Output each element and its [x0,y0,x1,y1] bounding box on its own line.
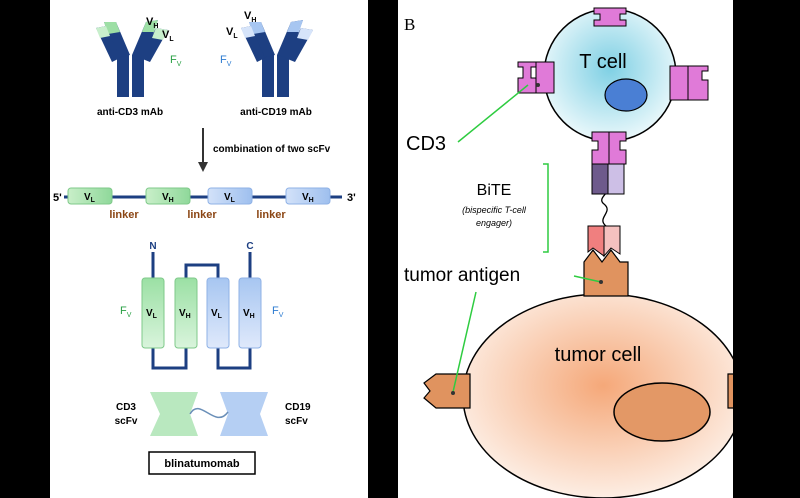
arrow-label: combination of two scFv [213,144,331,155]
panel-b: B tumor cell T cell CD3 [398,0,733,498]
bite-cd3-arm-icon [591,163,625,195]
tumor-antigen-top-icon [583,249,629,297]
tumor-antigen-pointer-top [573,275,602,283]
panel-a: VH VL FV anti-CD3 mAb VH VL FV anti-CD19… [50,0,368,498]
folded-scfv-structure [141,252,262,370]
strand-5-prime: 5' [53,192,62,204]
panel-b-canvas: B tumor cell T cell CD3 [404,7,733,498]
bite-subtitle-line2: engager) [476,218,512,228]
cd3-receptor-left-icon [517,61,555,94]
cd3-scfv-line2: scFv [115,416,138,427]
bite-label: BiTE [477,182,512,199]
drug-name-box [148,451,256,475]
antigen-dot-left [451,391,455,395]
strand-3-prime: 3' [347,192,356,204]
fold-domain-4: VH [243,308,255,320]
cd3-label: CD3 [406,133,446,155]
linker-label-1: linker [109,209,139,221]
panel-a-canvas: VH VL FV anti-CD3 mAb VH VL FV anti-CD19… [53,10,356,475]
down-arrow-icon [198,128,208,172]
strand-domain-3: VL [224,192,236,204]
fold-fv-right: FV [272,305,284,319]
anti-cd3-caption: anti-CD3 mAb [97,107,163,118]
n-terminus-label: N [149,241,156,252]
linker-label-3: linker [256,209,286,221]
cd19-vl-label: VL [226,26,238,40]
strand-domain-4: VH [302,192,314,204]
fold-domain-1: VL [146,308,158,320]
c-terminus-label: C [246,241,253,252]
tumor-antigen-label: tumor antigen [404,265,520,286]
cd19-fv-label: FV [220,54,232,68]
cd3-dot [536,83,540,87]
tumor-cell-label: tumor cell [555,344,642,366]
t-cell-label: T cell [579,51,626,73]
panel-b-label: B [404,15,415,34]
cd3-receptor-right-icon [669,65,709,101]
bite-cd19-arm-icon [587,225,621,258]
linker-label-2: linker [187,209,217,221]
tumor-antigen-right-icon [727,373,733,409]
strand-domain-1: VL [84,192,96,204]
cd19-scfv-line1: CD19 [285,402,311,413]
t-cell [543,8,677,142]
fold-domain-2: VH [179,308,191,320]
blinatumomab-scfv-icon [150,392,268,436]
strand-domain-2: VH [162,192,174,204]
scfv-strand [64,187,342,205]
cd3-pointer-line [457,84,529,143]
cd19-vh-label: VH [244,10,256,24]
cd19-scfv-line2: scFv [285,416,308,427]
bite-subtitle-line1: (bispecific T-cell [462,205,527,215]
cd3-vl-label: VL [162,29,174,43]
cd3-receptor-top-icon [593,7,627,27]
anti-cd3-mab-icon [96,20,168,97]
cd3-receptor-bottom-icon [591,131,627,165]
cd3-scfv-line1: CD3 [116,402,136,413]
anti-cd19-caption: anti-CD19 mAb [240,107,312,118]
drug-name: blinatumomab [164,458,239,470]
antigen-dot-top [599,280,603,284]
tumor-nucleus [613,382,711,442]
fold-fv-left: FV [120,305,132,319]
t-cell-nucleus [604,78,648,112]
cd3-vh-label: VH [146,16,158,30]
tumor-antigen-pointer-left [452,291,477,393]
tumor-antigen-left-icon [423,373,471,409]
bite-bracket [543,163,549,253]
anti-cd19-mab-icon [241,20,313,97]
fold-domain-3: VL [211,308,223,320]
cd3-fv-label: FV [170,54,182,68]
